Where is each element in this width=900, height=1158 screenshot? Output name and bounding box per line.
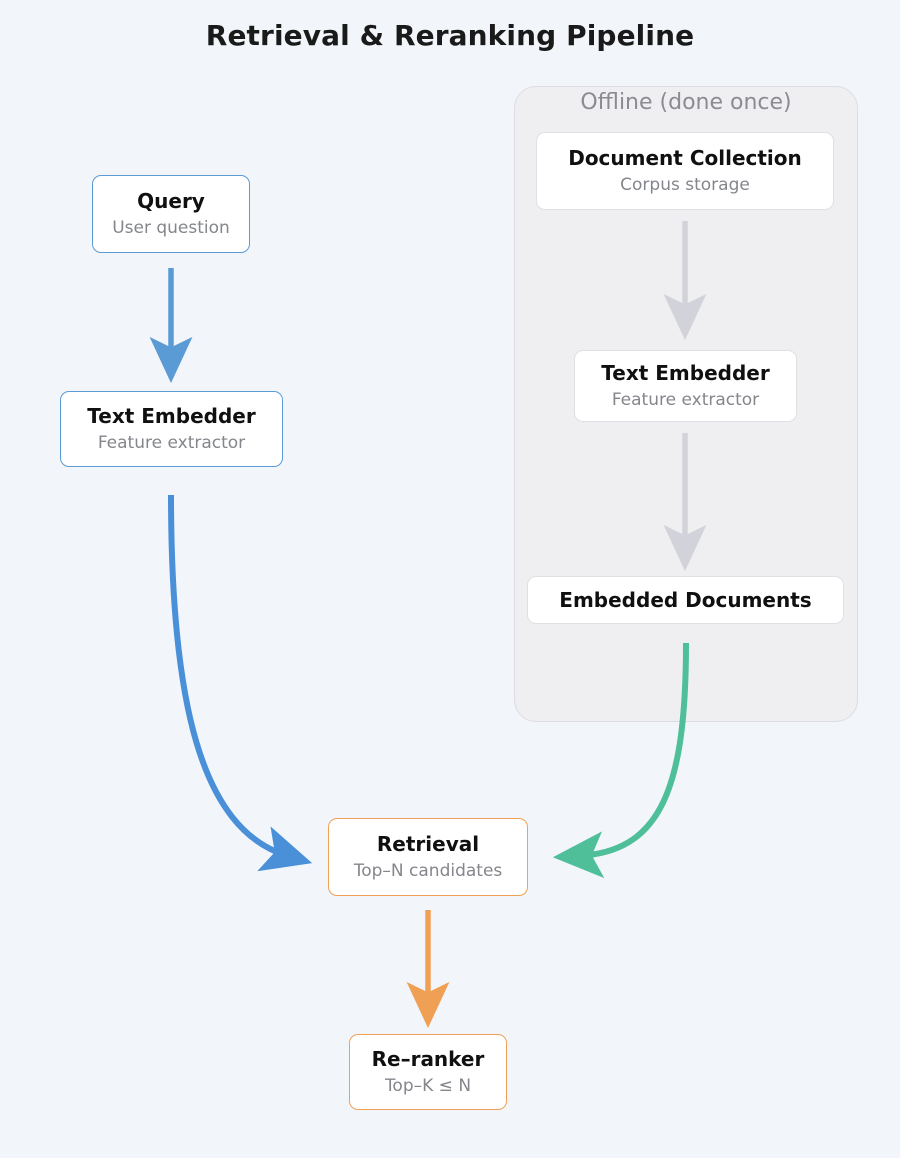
node-query-text-embedder[interactable]: Text Embedder Feature extractor <box>60 391 283 467</box>
node-document-text-embedder-title: Text Embedder <box>601 360 770 385</box>
edge-embedder-to-retrieval <box>168 494 313 872</box>
node-embedded-documents-title: Embedded Documents <box>559 587 812 612</box>
node-query-subtitle: User question <box>112 217 230 238</box>
node-embedded-documents[interactable]: Embedded Documents <box>527 576 844 624</box>
node-reranker-title: Re–ranker <box>371 1046 485 1071</box>
node-reranker-subtitle: Top–K ≤ N <box>384 1075 472 1096</box>
node-document-collection-title: Document Collection <box>568 145 802 170</box>
node-document-text-embedder-subtitle: Feature extractor <box>611 389 760 410</box>
page-title: Retrieval & Reranking Pipeline <box>205 19 695 52</box>
node-query[interactable]: Query User question <box>92 175 250 253</box>
node-query-title: Query <box>137 188 205 213</box>
node-document-collection-subtitle: Corpus storage <box>620 174 750 195</box>
node-query-text-embedder-subtitle: Feature extractor <box>97 432 246 453</box>
offline-group-label: Offline (done once) <box>580 90 792 115</box>
node-document-collection[interactable]: Document Collection Corpus storage <box>536 132 834 210</box>
node-retrieval-title: Retrieval <box>376 831 480 856</box>
node-document-text-embedder[interactable]: Text Embedder Feature extractor <box>574 350 797 422</box>
node-query-text-embedder-title: Text Embedder <box>87 403 256 428</box>
node-retrieval-subtitle: Top–N candidates <box>353 860 503 881</box>
node-retrieval[interactable]: Retrieval Top–N candidates <box>328 818 528 896</box>
node-reranker[interactable]: Re–ranker Top–K ≤ N <box>349 1034 507 1110</box>
